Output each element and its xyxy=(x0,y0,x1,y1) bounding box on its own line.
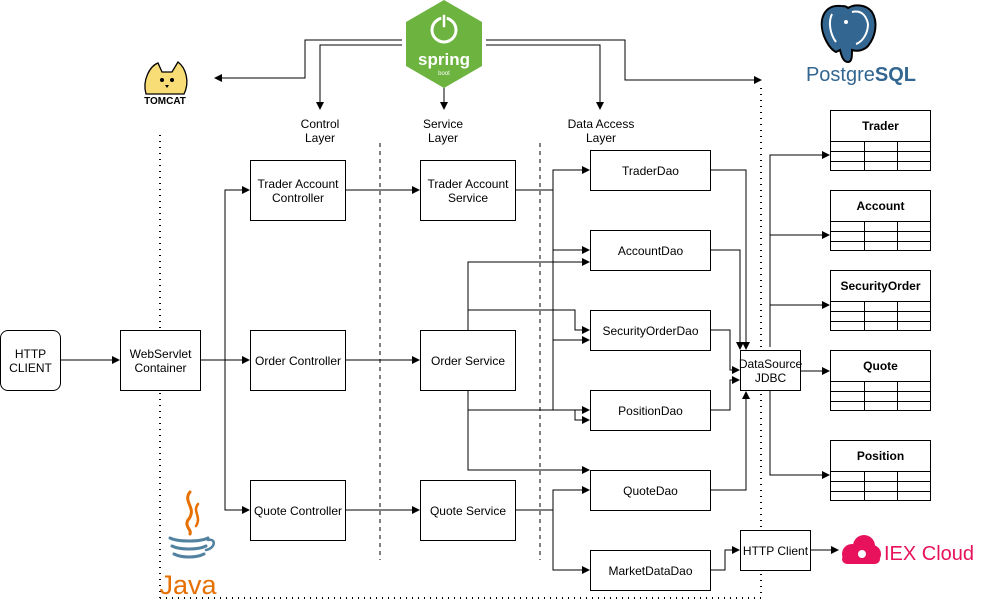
positiondao-to-ds-edge xyxy=(710,376,740,411)
spring-to-tomcat-edge xyxy=(214,39,402,82)
order-service-node: Order Service xyxy=(420,330,516,391)
http-client-node: HTTP CLIENT xyxy=(0,330,61,391)
ds-to-position-table-edge xyxy=(769,391,830,479)
quote-dao-node: QuoteDao xyxy=(590,470,711,511)
spring-logo-subtext: boot xyxy=(438,71,450,77)
table-title: Account xyxy=(856,199,905,213)
quote-controller-node: Quote Controller xyxy=(250,480,346,541)
servlet-branch xyxy=(224,186,250,360)
iex-cloud-logo: IEX Cloud xyxy=(842,535,974,565)
table-title: Position xyxy=(856,449,905,463)
table-title: SecurityOrder xyxy=(840,279,921,293)
quote-table: Quote xyxy=(830,350,931,411)
qs-to-quotedao-edge xyxy=(515,486,590,511)
tas-to-positiondao-edge xyxy=(552,340,590,414)
tas-to-securityorderdao-edge xyxy=(552,250,590,344)
table-grid xyxy=(831,301,930,330)
securityorderdao-to-ds-edge xyxy=(710,329,740,374)
java-logo: Java xyxy=(159,490,217,600)
ds-to-trader-table-edge xyxy=(769,151,830,347)
accountdao-to-ds-edge xyxy=(710,249,744,350)
trader-account-service-node: Trader Account Service xyxy=(420,160,516,221)
tomcat-logo-text: TOMCAT xyxy=(144,96,186,106)
spring-to-control-edge xyxy=(316,44,402,110)
account-dao-node: AccountDao xyxy=(590,230,711,271)
trader-dao-node: TraderDao xyxy=(590,150,711,191)
iex-cloud-logo-text: IEX Cloud xyxy=(884,543,974,565)
quotedao-to-ds-edge xyxy=(710,391,750,491)
table-title: Quote xyxy=(863,359,898,373)
table-grid xyxy=(831,381,930,410)
spring-boot-logo: spring boot xyxy=(406,0,482,88)
webservlet-container-node: WebServlet Container xyxy=(120,330,201,391)
os-to-quotedao-edge xyxy=(467,410,590,474)
qs-to-marketdatadao-edge xyxy=(552,510,590,574)
tomcat-logo: TOMCAT xyxy=(144,61,188,106)
postgres-suffix: SQL xyxy=(875,64,916,86)
marketdatadao-to-httpclient-edge xyxy=(710,546,740,571)
os-to-securityorderdao-edge xyxy=(468,309,590,334)
servlet-to-quote-edge xyxy=(224,360,250,514)
position-dao-node: PositionDao xyxy=(590,390,711,431)
table-grid xyxy=(831,471,930,500)
position-table: Position xyxy=(830,440,931,501)
market-data-dao-node: MarketDataDao xyxy=(590,550,711,591)
traderdao-to-ds-edge xyxy=(710,169,750,350)
service-layer-label: Service Layer xyxy=(422,117,463,145)
tas-to-accountdao-edge xyxy=(552,190,590,254)
security-order-dao-node: SecurityOrderDao xyxy=(590,310,711,351)
http-client-iex-node: HTTP Client xyxy=(740,530,811,571)
data-access-layer-label: Data Access Layer xyxy=(567,117,635,145)
os-to-positiondao-edge xyxy=(467,390,590,424)
account-table: Account xyxy=(830,190,931,251)
layer-separators xyxy=(379,143,541,560)
postgresql-logo: PostgreSQL xyxy=(806,4,916,86)
securityorder-table: SecurityOrder xyxy=(830,270,931,331)
table-grid xyxy=(831,141,930,170)
postgresql-logo-text: PostgreSQL xyxy=(806,64,916,86)
trader-table: Trader xyxy=(830,110,931,171)
table-grid xyxy=(831,221,930,250)
postgres-prefix: Postgre xyxy=(806,64,875,86)
tas-to-traderdao-edge xyxy=(515,166,590,191)
os-to-accountdao-edge xyxy=(467,258,590,330)
java-logo-text: Java xyxy=(159,570,217,600)
quote-service-node: Quote Service xyxy=(420,480,516,541)
datasource-jdbc-node: DataSource JDBC xyxy=(739,350,802,391)
container-boundary xyxy=(159,88,762,599)
spring-logo-text: spring xyxy=(418,50,470,69)
trader-account-controller-node: Trader Account Controller xyxy=(250,160,346,221)
spring-to-postgres-edge xyxy=(486,39,762,84)
table-title: Trader xyxy=(862,119,899,133)
order-controller-node: Order Controller xyxy=(250,330,346,391)
spring-to-dataaccess-edge xyxy=(486,44,604,110)
control-layer-label: Control Layer xyxy=(300,117,340,145)
